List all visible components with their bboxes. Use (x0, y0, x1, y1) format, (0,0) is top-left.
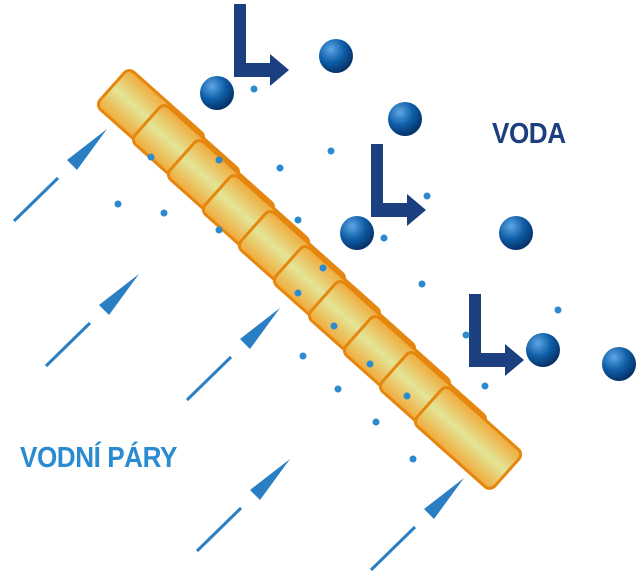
vapor-particle-icon (299, 352, 307, 360)
vapor-particle-icon (462, 331, 470, 339)
vapor-particle-icon (330, 322, 338, 330)
water-molecule-icon (499, 216, 533, 250)
vapor-particle-icon (554, 306, 562, 314)
vapor-arrows (12, 129, 464, 572)
vapor-particle-icon (250, 85, 258, 93)
water-molecule-icon (340, 216, 374, 250)
hook-arrows (234, 4, 524, 376)
vapor-particle-icon (294, 289, 302, 297)
water-molecule-icon (388, 102, 422, 136)
vapor-particle-icon (114, 200, 122, 208)
vapor-particle-icon (215, 226, 223, 234)
vapor-particle-icon (372, 418, 380, 426)
l-shaped-arrow-icon (234, 4, 289, 86)
up-right-arrow-icon (369, 478, 464, 572)
vapor-particle-icon (294, 216, 302, 224)
water-vapor-label: VODNÍ PÁRY (20, 442, 177, 474)
vapor-particle-icon (403, 392, 411, 400)
membrane-segment (413, 386, 523, 490)
water-molecule-icon (319, 39, 353, 73)
vapor-particles (114, 85, 562, 463)
vapor-particle-icon (334, 385, 342, 393)
up-right-arrow-icon (195, 459, 290, 553)
l-shaped-arrow-icon (371, 144, 426, 226)
vapor-particle-icon (409, 455, 417, 463)
vapor-particle-icon (160, 209, 168, 217)
vapor-particle-icon (215, 156, 223, 164)
vapor-particle-icon (319, 264, 327, 272)
vapor-particle-icon (481, 382, 489, 390)
up-right-arrow-icon (12, 129, 107, 223)
vapor-particle-icon (423, 192, 431, 200)
membrane (96, 69, 523, 490)
up-right-arrow-icon (44, 274, 139, 368)
vapor-particle-icon (327, 147, 335, 155)
vapor-particle-icon (366, 360, 374, 368)
water-molecule-icon (526, 333, 560, 367)
vapor-particle-icon (418, 280, 426, 288)
water-molecule-icon (602, 347, 636, 381)
l-shaped-arrow-icon (469, 294, 524, 376)
water-label: VODA (492, 118, 566, 150)
vapor-particle-icon (380, 234, 388, 242)
up-right-arrow-icon (185, 308, 280, 402)
vapor-particle-icon (276, 164, 284, 172)
vapor-particle-icon (147, 153, 155, 161)
water-molecules (200, 39, 636, 381)
water-molecule-icon (200, 76, 234, 110)
